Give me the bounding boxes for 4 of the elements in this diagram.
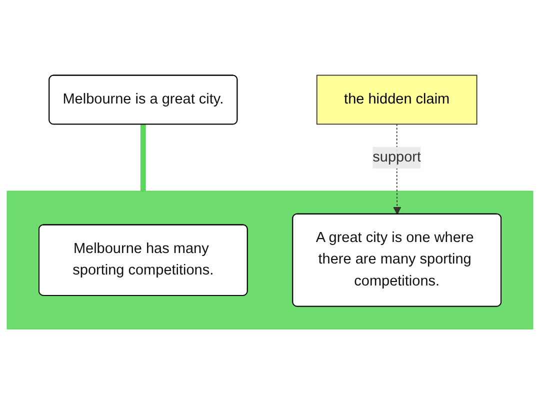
connector (140, 124, 146, 192)
cluster (6, 191, 534, 330)
edge-label: support (372, 150, 422, 166)
node-box: the hidden claim (316, 75, 478, 126)
